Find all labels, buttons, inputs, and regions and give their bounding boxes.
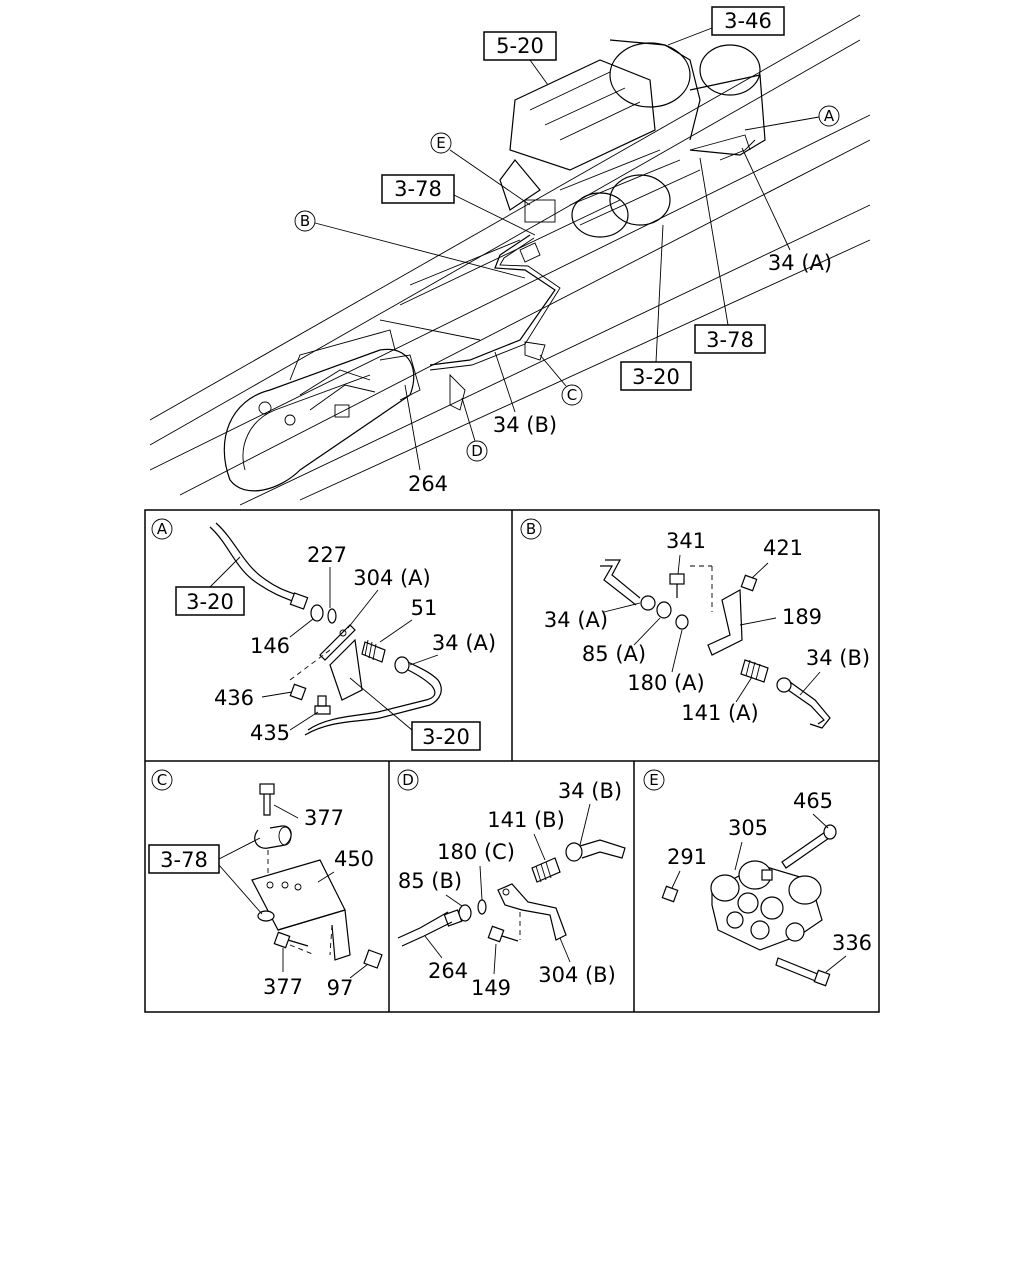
callout-c	[561, 384, 583, 406]
callout-a-label: A	[824, 107, 835, 125]
ref-box-3-46[interactable]	[711, 6, 785, 36]
panel-a: A 3-20 227 304 (A) 51 34 (A)	[151, 518, 496, 751]
label-264-overview: 264	[408, 472, 448, 496]
ref-3-20-overview[interactable]: 3-20	[632, 365, 680, 389]
panel-b: B 341 421 34 (A) 189 85 (A) 34	[520, 518, 870, 729]
label-141a: 141 (A)	[681, 701, 759, 725]
label-51: 51	[411, 596, 438, 620]
label-180c: 180 (C)	[437, 840, 515, 864]
callout-a	[818, 105, 840, 127]
label-149: 149	[471, 976, 511, 1000]
label-141b: 141 (B)	[487, 808, 565, 832]
callout-b	[294, 210, 316, 232]
ref-3-20-a1[interactable]: 3-20	[186, 590, 234, 614]
label-85b: 85 (B)	[398, 869, 462, 893]
panel-e-tag: E	[649, 771, 658, 789]
ref-box-3-78-top[interactable]	[381, 174, 455, 204]
label-436: 436	[214, 686, 254, 710]
panel-d-tag: D	[402, 771, 414, 789]
label-146: 146	[250, 634, 290, 658]
ref-5-20[interactable]: 5-20	[496, 34, 544, 58]
detail-frames	[144, 509, 880, 1013]
overview-callouts: 3-46 5-20 A E 3-78 B 34 (A) 3-78 3-20	[294, 6, 840, 496]
callout-e-label: E	[436, 134, 445, 152]
label-421: 421	[763, 536, 803, 560]
label-180a: 180 (A)	[627, 671, 705, 695]
label-341: 341	[666, 529, 706, 553]
ref-3-20-a2[interactable]: 3-20	[422, 725, 470, 749]
label-34b-d: 34 (B)	[558, 779, 622, 803]
label-304a: 304 (A)	[353, 566, 431, 590]
label-97: 97	[327, 976, 354, 1000]
panel-d: D 34 (B) 141 (B) 180 (C) 85 (B) 264 149	[397, 769, 626, 1000]
callout-b-label: B	[300, 212, 310, 230]
ref-box-5-20[interactable]	[483, 31, 557, 61]
label-264-d: 264	[428, 959, 468, 983]
label-34b-b: 34 (B)	[806, 646, 870, 670]
ref-3-78-right[interactable]: 3-78	[706, 328, 754, 352]
overview-drawing	[149, 14, 871, 506]
label-34a-overview: 34 (A)	[768, 251, 832, 275]
label-291: 291	[667, 845, 707, 869]
label-435: 435	[250, 721, 290, 745]
panel-a-tag: A	[157, 520, 168, 538]
label-34b-overview: 34 (B)	[493, 413, 557, 437]
label-34a-a: 34 (A)	[432, 631, 496, 655]
label-305: 305	[728, 816, 768, 840]
panel-c: C 377 3-78 450 377 97	[148, 769, 383, 1000]
label-227: 227	[307, 543, 347, 567]
label-85a: 85 (A)	[582, 642, 646, 666]
panel-c-tag: C	[157, 771, 167, 789]
label-189: 189	[782, 605, 822, 629]
ref-3-46[interactable]: 3-46	[724, 9, 772, 33]
label-377-bottom: 377	[263, 975, 303, 999]
label-377-top: 377	[304, 806, 344, 830]
callout-d	[466, 440, 488, 462]
callout-e	[430, 132, 452, 154]
label-450: 450	[334, 847, 374, 871]
label-465: 465	[793, 789, 833, 813]
callout-c-label: C	[567, 386, 577, 404]
ref-box-3-78-right[interactable]	[694, 324, 766, 354]
panel-e: E 465 305 291 336	[643, 769, 872, 987]
label-336: 336	[832, 931, 872, 955]
ref-3-78-c[interactable]: 3-78	[160, 848, 208, 872]
panel-b-tag: B	[526, 520, 536, 538]
label-304b: 304 (B)	[538, 963, 616, 987]
ref-box-3-20-a2[interactable]	[411, 721, 481, 751]
label-34a-b: 34 (A)	[544, 608, 608, 632]
callout-d-label: D	[471, 442, 483, 460]
ref-3-78-top[interactable]: 3-78	[394, 177, 442, 201]
